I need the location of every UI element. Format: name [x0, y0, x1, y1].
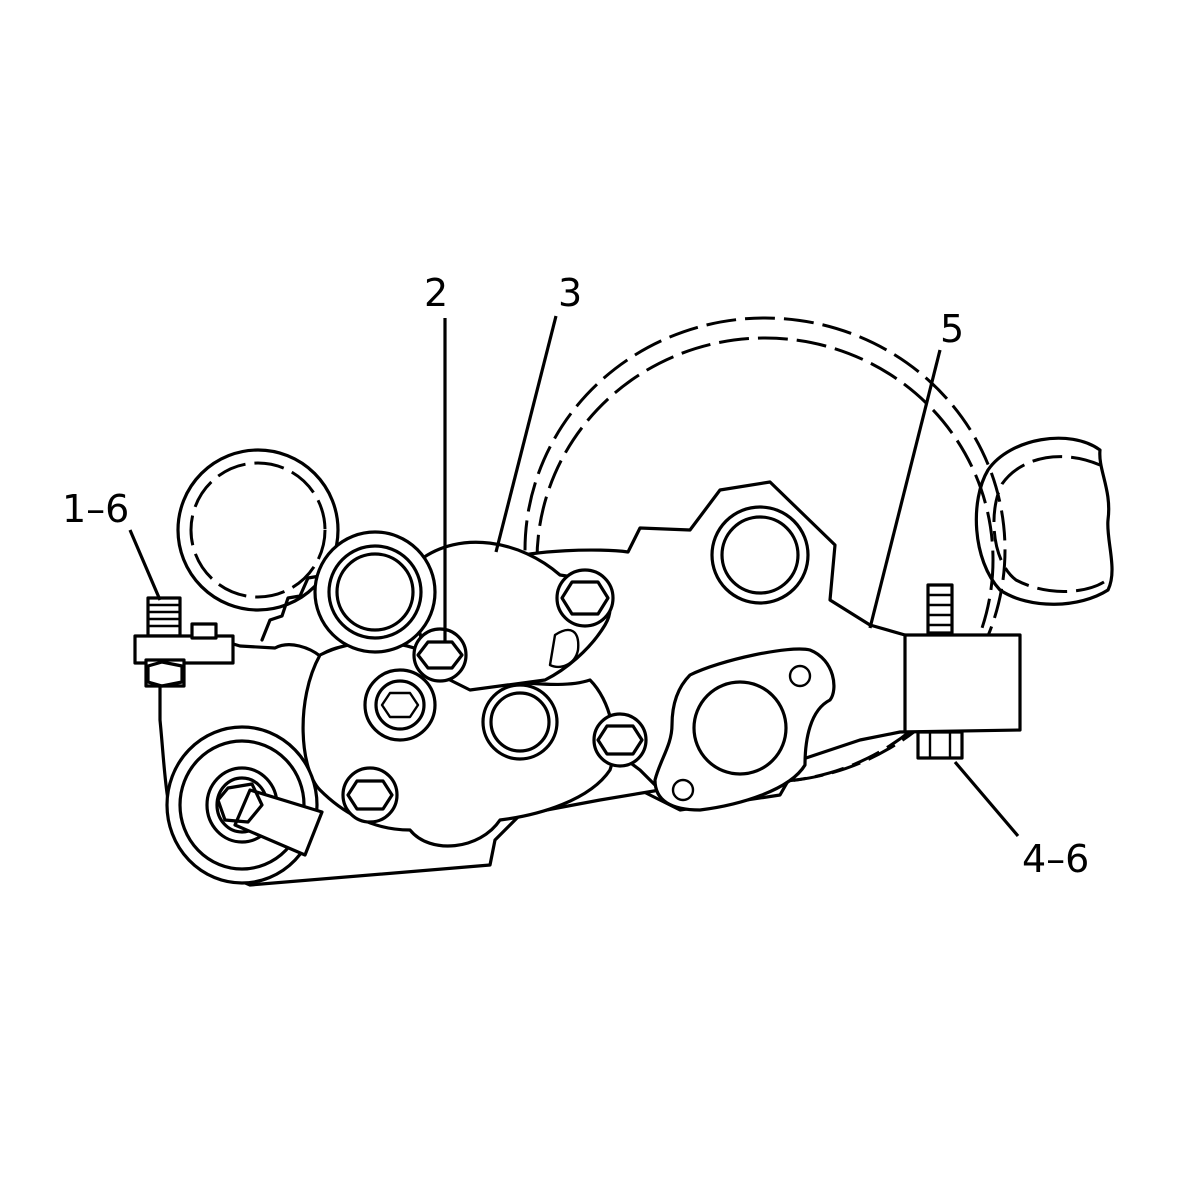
callout-2: 2 — [424, 271, 448, 315]
callout-4-6: 4–6 — [1022, 837, 1089, 881]
bolt-right-center — [592, 712, 648, 768]
bolt-2 — [412, 627, 468, 683]
idler-pulley — [165, 725, 324, 885]
right-stud — [916, 583, 964, 760]
inlet-port — [313, 530, 437, 654]
leader-4 — [953, 760, 1020, 838]
bolt-lower-center — [341, 766, 399, 824]
leader-1 — [128, 529, 162, 601]
left-stud — [133, 596, 235, 688]
bolt-upper-right — [555, 568, 615, 628]
bolt-center-left — [363, 668, 437, 742]
shaft-boss — [481, 683, 559, 761]
leader-5 — [868, 349, 942, 629]
right-gear-outline — [974, 436, 1114, 606]
callout-5: 5 — [940, 307, 964, 351]
leader-3 — [494, 315, 558, 553]
callout-3: 3 — [558, 271, 582, 315]
callout-1-6: 1–6 — [62, 487, 129, 531]
outlet-flange — [653, 647, 836, 812]
small-gear-outline — [176, 448, 340, 612]
